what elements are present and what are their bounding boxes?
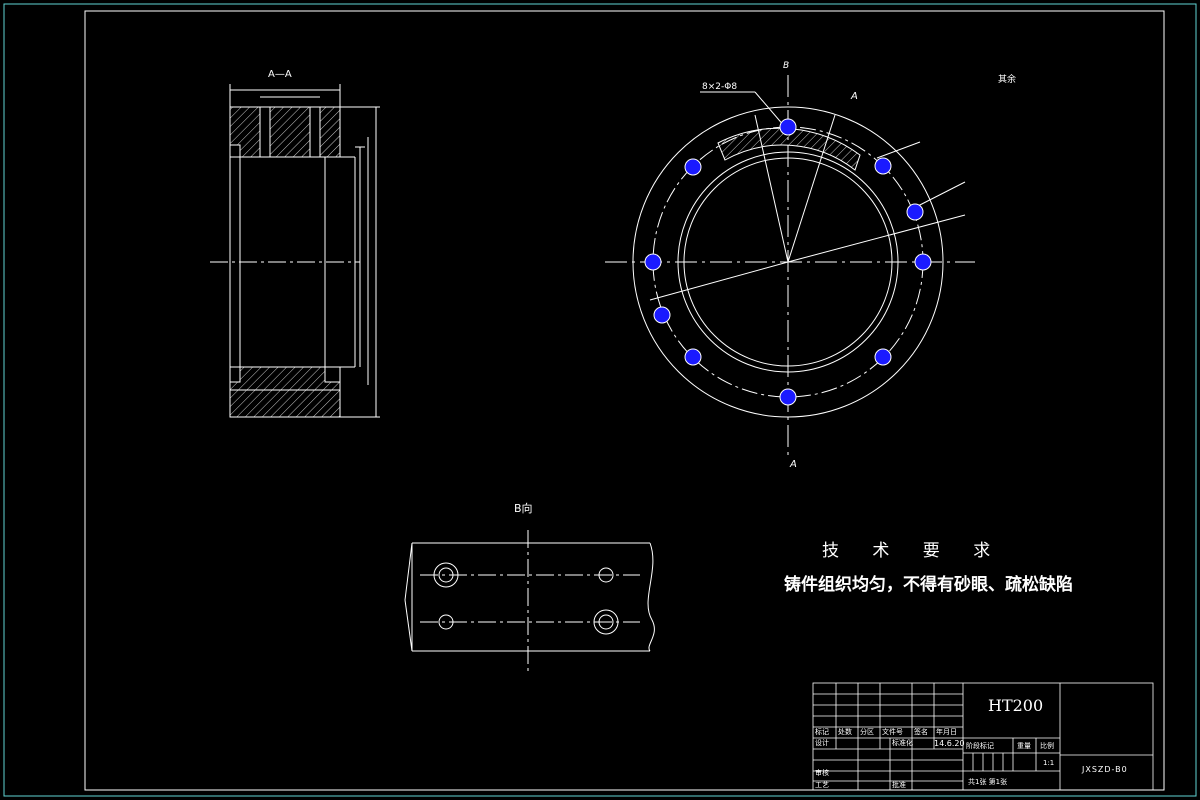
bolt-hole — [906, 203, 924, 221]
header-count: 处数 — [838, 728, 852, 736]
title-block-grid — [812, 682, 1154, 791]
marker-a-bottom: A — [789, 459, 797, 470]
inner-frame — [84, 10, 1165, 791]
drawing-number: JXSZD-B0 — [1082, 765, 1128, 774]
header-mark: 标记 — [815, 728, 829, 736]
stage-label: 阶段标记 — [966, 742, 994, 750]
bolt-hole — [684, 348, 702, 366]
header-doc-no: 文件号 — [882, 728, 903, 736]
bolt-hole — [653, 306, 671, 324]
header-zone: 分区 — [860, 728, 874, 736]
hole-callout: 8×2-Φ8 — [702, 82, 737, 92]
requirements-line: 铸件组织均匀，不得有砂眼、疏松缺陷 — [784, 575, 1073, 595]
requirements-title: 技 术 要 求 — [822, 541, 1005, 561]
row-process: 工艺 — [815, 781, 829, 789]
row-standard: 标准化 — [892, 739, 913, 747]
row-check: 审核 — [815, 769, 829, 777]
weight-label: 重量 — [1017, 742, 1031, 750]
marker-b: B — [783, 61, 789, 71]
bolt-hole — [779, 118, 797, 136]
roughness-note: 其余 — [998, 73, 1016, 85]
bolt-hole — [644, 253, 662, 271]
section-label: A—A — [268, 69, 292, 80]
bolt-hole — [874, 157, 892, 175]
bolt-holes — [644, 118, 932, 406]
marker-a-top: A — [850, 91, 858, 102]
bolt-hole — [874, 348, 892, 366]
row-approve: 批准 — [892, 781, 906, 789]
bolt-hole — [914, 253, 932, 271]
section-view-a-a — [210, 84, 380, 418]
bolt-hole — [684, 158, 702, 176]
outer-frame — [3, 3, 1197, 797]
b-view-label: B向 — [514, 501, 533, 515]
scale-label: 比例 — [1040, 742, 1054, 750]
b-direction-view — [404, 530, 655, 675]
scale-value: 1:1 — [1043, 759, 1055, 767]
bolt-hole — [779, 388, 797, 406]
sheet-info: 共1张 第1张 — [968, 778, 1008, 786]
material-label: HT200 — [988, 696, 1044, 715]
header-sign: 签名 — [914, 728, 928, 736]
header-date: 年月日 — [936, 728, 957, 736]
date-value: 14.6.20 — [934, 739, 965, 748]
row-design: 设计 — [815, 739, 829, 747]
